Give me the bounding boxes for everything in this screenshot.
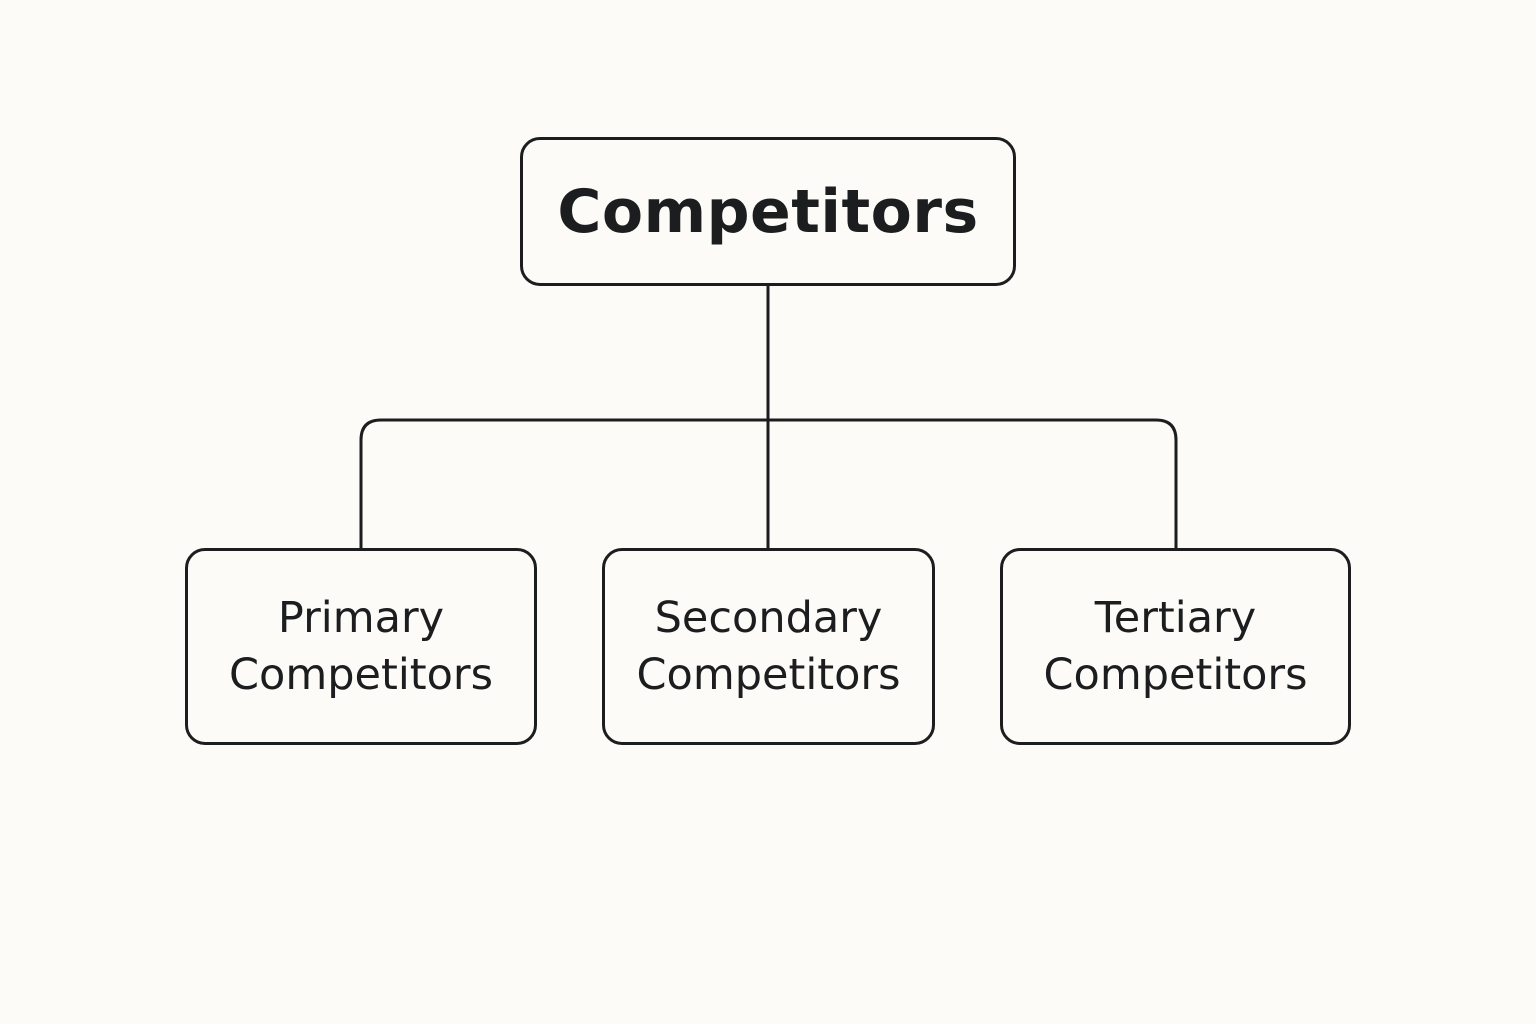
child-node-primary: Primary Competitors	[185, 548, 537, 745]
primary-label-line1: Primary	[277, 592, 445, 643]
secondary-label-line2: Competitors	[636, 649, 901, 700]
secondary-label-line1: Secondary	[654, 592, 883, 643]
tertiary-label-line1: Tertiary	[1094, 592, 1257, 643]
primary-label-line2: Competitors	[228, 649, 494, 700]
root-node-competitors: Competitors	[520, 137, 1016, 286]
tertiary-label-line2: Competitors	[1043, 649, 1308, 700]
root-node-label: Competitors	[557, 176, 979, 247]
child-node-secondary: Secondary Competitors	[602, 548, 935, 745]
child-node-tertiary: Tertiary Competitors	[1000, 548, 1351, 745]
